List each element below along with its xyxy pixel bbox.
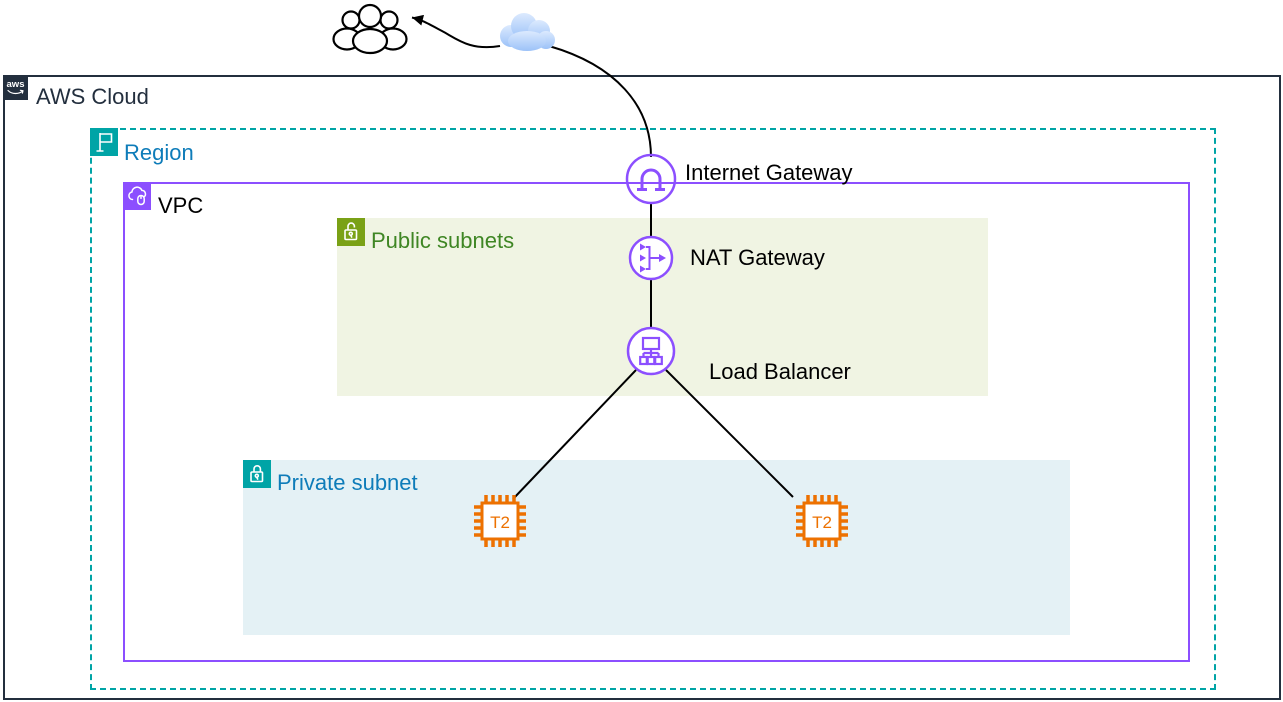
region-flag-icon bbox=[90, 128, 118, 156]
connector-internet-to-users bbox=[411, 14, 501, 49]
nat-gateway-label: NAT Gateway bbox=[690, 245, 825, 270]
node-circle bbox=[625, 153, 677, 205]
ec2-t2-icon: T2 bbox=[796, 495, 848, 547]
load-balancer-icon bbox=[626, 326, 676, 376]
private-subnet-label: Private subnet bbox=[277, 470, 418, 495]
private-subnet-locked-icon bbox=[243, 460, 271, 488]
internet-gateway-label: Internet Gateway bbox=[685, 160, 853, 185]
connector-lb-to-ec2-2 bbox=[665, 369, 794, 498]
public-subnet-unlocked-icon bbox=[337, 218, 365, 246]
internet-cloud-icon bbox=[500, 13, 555, 51]
ec2-t2-label: T2 bbox=[812, 513, 832, 532]
region-label: Region bbox=[124, 140, 194, 165]
aws-cloud-label: AWS Cloud bbox=[36, 84, 149, 109]
internet-gateway-icon bbox=[625, 153, 677, 205]
vpc-label: VPC bbox=[158, 193, 204, 218]
private-subnet-container bbox=[243, 460, 1070, 635]
ec2-t2-icon: T2 bbox=[474, 495, 526, 547]
vpc-container bbox=[123, 182, 1190, 662]
aws-logo-text: aws bbox=[7, 79, 25, 90]
vpc-cloud-icon bbox=[123, 182, 151, 210]
ec2-t2-label: T2 bbox=[490, 513, 510, 532]
nat-gateway-icon bbox=[628, 235, 674, 281]
public-subnets-label: Public subnets bbox=[371, 228, 515, 253]
connector-internet-to-igw bbox=[548, 45, 652, 158]
aws-logo-icon: aws bbox=[3, 75, 28, 100]
connector-lb-to-ec2-1 bbox=[512, 369, 637, 500]
load-balancer-label: Load Balancer bbox=[709, 359, 851, 384]
users-icon bbox=[332, 3, 408, 55]
aws-cloud-container bbox=[3, 75, 1281, 700]
region-container bbox=[90, 128, 1216, 690]
